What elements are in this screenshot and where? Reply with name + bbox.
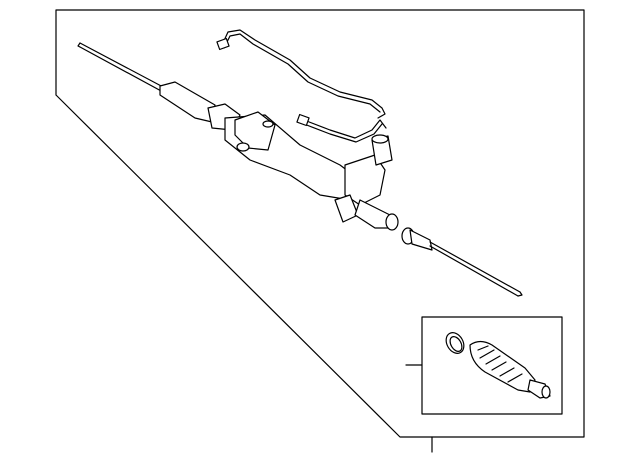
inset-box [421,316,563,415]
assembly-outline [55,9,585,438]
clamp-ring [445,332,465,354]
pressure-lines[interactable] [216,29,387,143]
boot-kit-inset[interactable] [405,316,563,415]
steering-gear-assembly[interactable] [77,42,523,297]
